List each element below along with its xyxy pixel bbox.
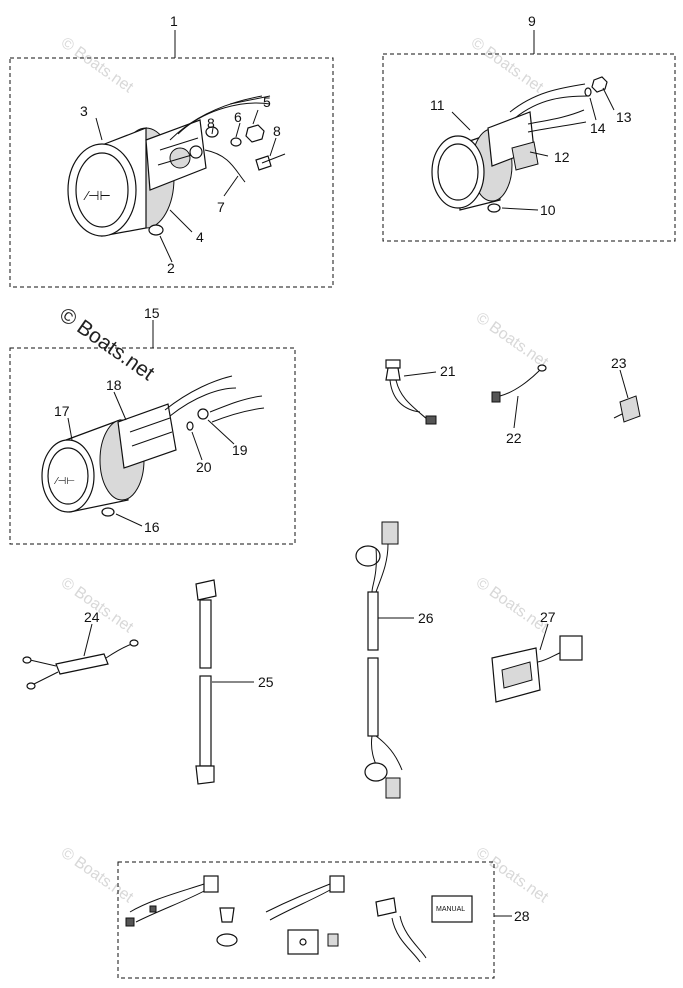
- callout-22: 22: [506, 430, 522, 446]
- callout-3: 3: [80, 103, 88, 119]
- watermark: © Boats.net: [58, 34, 137, 96]
- watermark: © Boats.net: [58, 844, 137, 906]
- manual-label: MANUAL: [436, 906, 465, 913]
- callout-26: 26: [418, 610, 434, 626]
- callout-4: 4: [196, 229, 204, 245]
- callout-14: 14: [590, 120, 606, 136]
- svg-text:⁄⊣⊢: ⁄⊣⊢: [83, 188, 111, 203]
- gauge-3: ⁄⊣⊢: [67, 119, 207, 237]
- svg-text:⁄⊣⊢: ⁄⊣⊢: [53, 476, 75, 487]
- part-27: 27: [491, 609, 583, 703]
- callout-27: 27: [540, 609, 556, 625]
- callout-5: 5: [263, 94, 271, 110]
- callout-8: 8: [207, 115, 215, 131]
- callout-6: 6: [234, 109, 242, 125]
- watermark: © Boats.net: [473, 574, 552, 636]
- callout-7: 7: [217, 199, 225, 215]
- assembly-9: 9 11 12 13 14 10: [382, 13, 676, 242]
- part-23: 23: [611, 355, 641, 423]
- watermark: © Boats.net: [473, 844, 552, 906]
- callout-11: 11: [430, 97, 445, 113]
- part-25: 25: [195, 579, 274, 785]
- watermark: © Boats.net: [468, 34, 547, 96]
- part-24: 24: [22, 609, 139, 690]
- callout-8: 8: [273, 123, 281, 139]
- callout-13: 13: [616, 109, 632, 125]
- callout-9: 9: [528, 13, 536, 29]
- callout-20: 20: [196, 459, 212, 475]
- callout-12: 12: [554, 149, 570, 165]
- gauge-11: [431, 111, 539, 211]
- assembly-15: ⁄⊣⊢ 15 18 17 19 20 16: [9, 305, 296, 545]
- part-21: 21: [385, 359, 456, 425]
- part-22: 22: [491, 364, 547, 446]
- callout-10: 10: [540, 202, 556, 218]
- callout-19: 19: [232, 442, 248, 458]
- callout-28: 28: [514, 908, 530, 924]
- callout-23: 23: [611, 355, 627, 371]
- group-box-9: [382, 53, 676, 242]
- part-26: 26: [355, 521, 434, 799]
- callout-15: 15: [144, 305, 160, 321]
- callout-18: 18: [106, 377, 122, 393]
- callout-21: 21: [440, 363, 456, 379]
- gauge-17: ⁄⊣⊢: [41, 403, 177, 513]
- assembly-1: ⁄⊣⊢ 1 3 5 6 8 8 7: [9, 13, 334, 288]
- callout-24: 24: [84, 609, 100, 625]
- callout-1: 1: [170, 13, 178, 29]
- callout-2: 2: [167, 260, 175, 276]
- watermark: © Boats.net: [58, 574, 137, 636]
- kit-28: MANUAL 28: [117, 861, 530, 979]
- callout-16: 16: [144, 519, 160, 535]
- callout-17: 17: [54, 403, 70, 419]
- callout-25: 25: [258, 674, 274, 690]
- group-box-28: [117, 861, 495, 979]
- watermark: © Boats.net: [473, 309, 552, 371]
- manual-booklet: [431, 895, 473, 923]
- group-box-1: [9, 57, 334, 288]
